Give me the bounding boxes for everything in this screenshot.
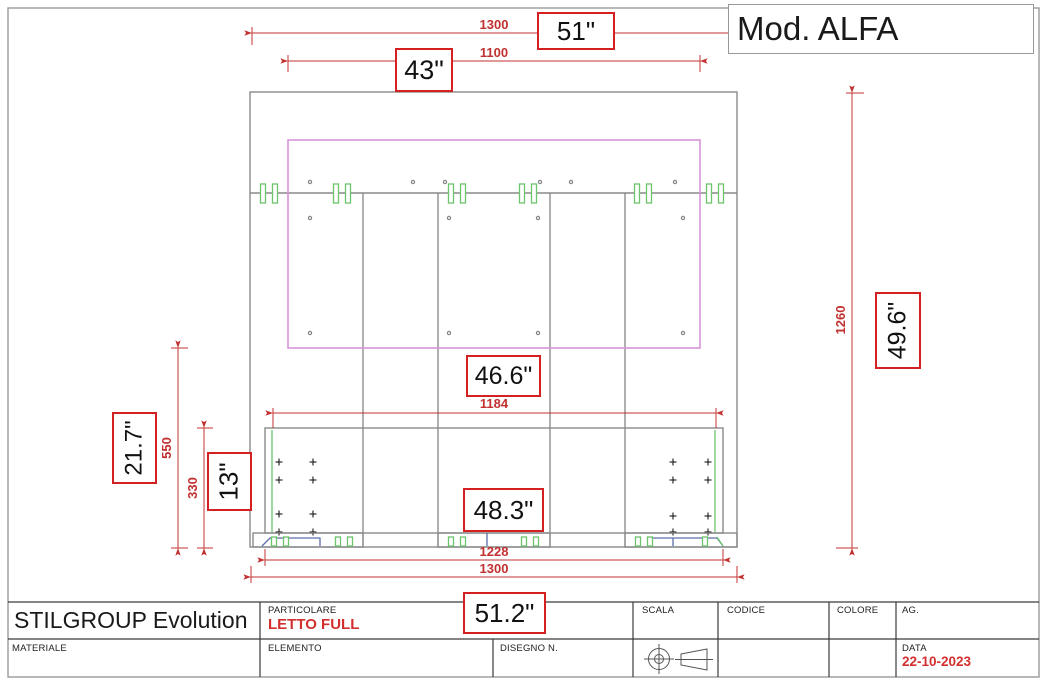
dim-1184-middle: 1184	[265, 396, 724, 428]
inch-callout-top-inner: 43"	[395, 48, 453, 92]
elemento-label: ELEMENTO	[268, 643, 322, 654]
dim-1100-top: 1100	[280, 45, 708, 72]
disegno-label: DISEGNO N.	[500, 643, 558, 654]
dim-label-330: 330	[185, 477, 200, 499]
dim-label-1300-bottom: 1300	[480, 561, 509, 576]
dim-label-1228: 1228	[480, 544, 509, 559]
company-name: STILGROUP Evolution	[14, 607, 248, 633]
inch-callout-left-height: 21.7"	[112, 412, 157, 484]
dim-1300-top: 1300	[244, 17, 745, 45]
dim-1260-right: 1260	[833, 85, 864, 556]
bed-frame-outline	[249, 91, 738, 548]
codice-label: CODICE	[727, 605, 766, 616]
inch-callout-right-height: 49.6"	[875, 292, 921, 369]
materiale-label: MATERIALE	[12, 643, 67, 654]
model-title-box: Mod. ALFA	[728, 4, 1034, 54]
dim-label-1260: 1260	[833, 306, 848, 335]
inch-callout-bottom-outer: 51.2"	[463, 592, 546, 634]
dim-label-1184: 1184	[480, 396, 509, 411]
inch-callout-left-base-height: 13"	[207, 452, 252, 511]
particolare-value: LETTO FULL	[268, 616, 360, 633]
colore-label: COLORE	[837, 605, 879, 616]
dim-550-left: 550	[159, 340, 188, 556]
sheet-border	[7, 7, 1040, 678]
projection-symbol-icon	[644, 644, 713, 674]
dim-label-550: 550	[159, 437, 174, 459]
dim-1228-bottom: 1228	[257, 544, 731, 566]
dim-label-1300-top: 1300	[480, 17, 509, 32]
drill-dots	[307, 179, 686, 336]
dim-label-1100: 1100	[480, 45, 508, 60]
inch-callout-middle: 46.6"	[466, 355, 541, 397]
base-feet	[252, 532, 738, 548]
model-name: Mod. ALFA	[737, 10, 899, 47]
inch-callout-top-outer: 51"	[537, 12, 615, 50]
ag-label: AG.	[902, 605, 919, 616]
scala-label: SCALA	[642, 605, 675, 616]
slot-hardware	[259, 183, 725, 204]
data-value: 22-10-2023	[902, 654, 972, 669]
dim-1300-bottom: 1300	[243, 561, 745, 583]
inch-callout-bottom-inner: 48.3"	[463, 488, 544, 532]
dim-330-left: 330	[185, 420, 213, 556]
data-label: DATA	[902, 643, 927, 654]
pink-inner-panel	[287, 139, 701, 349]
particolare-label: PARTICOLARE	[268, 605, 337, 616]
